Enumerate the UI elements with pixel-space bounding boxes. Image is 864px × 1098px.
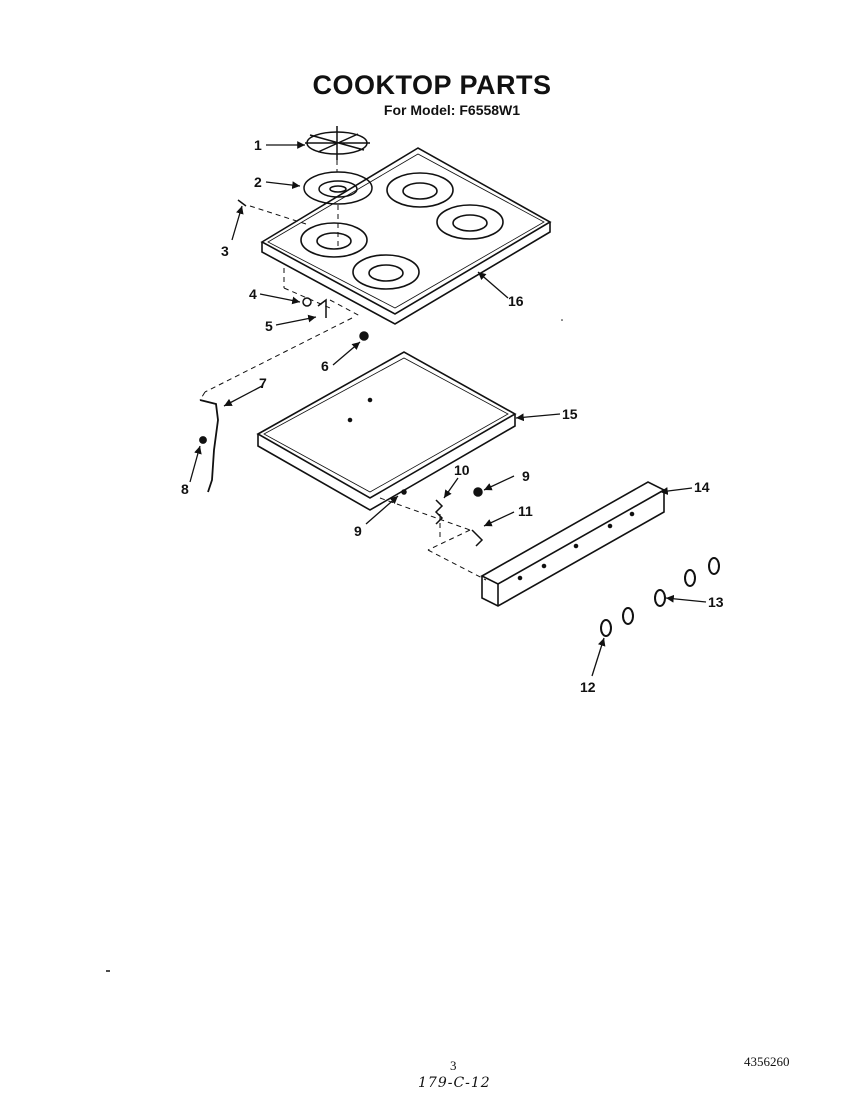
control-knobs-part (600, 557, 720, 637)
cooktop-part (260, 147, 552, 325)
callout-11: 11 (518, 503, 533, 519)
igniter-wire-part (199, 399, 219, 493)
burner-grate-part (305, 126, 370, 160)
callout-3: 3 (221, 243, 229, 259)
callout-16: 16 (508, 293, 524, 309)
document-number: 4356260 (744, 1054, 790, 1069)
handwritten-note: 179-C-12 (418, 1075, 491, 1091)
callout-2: 2 (254, 174, 262, 190)
clip-spring-parts (401, 487, 484, 547)
callout-14: 14 (694, 479, 710, 495)
callout-4: 4 (249, 286, 257, 302)
burner-box-part (256, 351, 517, 511)
callout-12: 12 (580, 679, 596, 695)
callout-7: 7 (259, 375, 267, 391)
callout-6: 6 (321, 358, 329, 374)
drip-bowl-part (303, 171, 373, 205)
stray-mark (561, 319, 563, 321)
callout-13: 13 (708, 594, 724, 610)
callout-8: 8 (181, 481, 189, 497)
small-hardware-parts (237, 199, 369, 341)
control-panel-part (480, 481, 666, 607)
callout-15: 15 (562, 406, 578, 422)
callout-1: 1 (254, 137, 262, 153)
callout-9-left: 9 (354, 523, 362, 539)
assembly-guide-lines (199, 160, 487, 581)
page-number: 3 (450, 1058, 457, 1073)
callout-10: 10 (454, 462, 470, 478)
callout-9-right: 9 (522, 468, 530, 484)
page-title: COOKTOP PARTS (312, 70, 552, 100)
callout-leaders (189, 141, 707, 677)
model-subtitle: For Model: F6558W1 (383, 102, 521, 118)
callout-5: 5 (265, 318, 273, 334)
